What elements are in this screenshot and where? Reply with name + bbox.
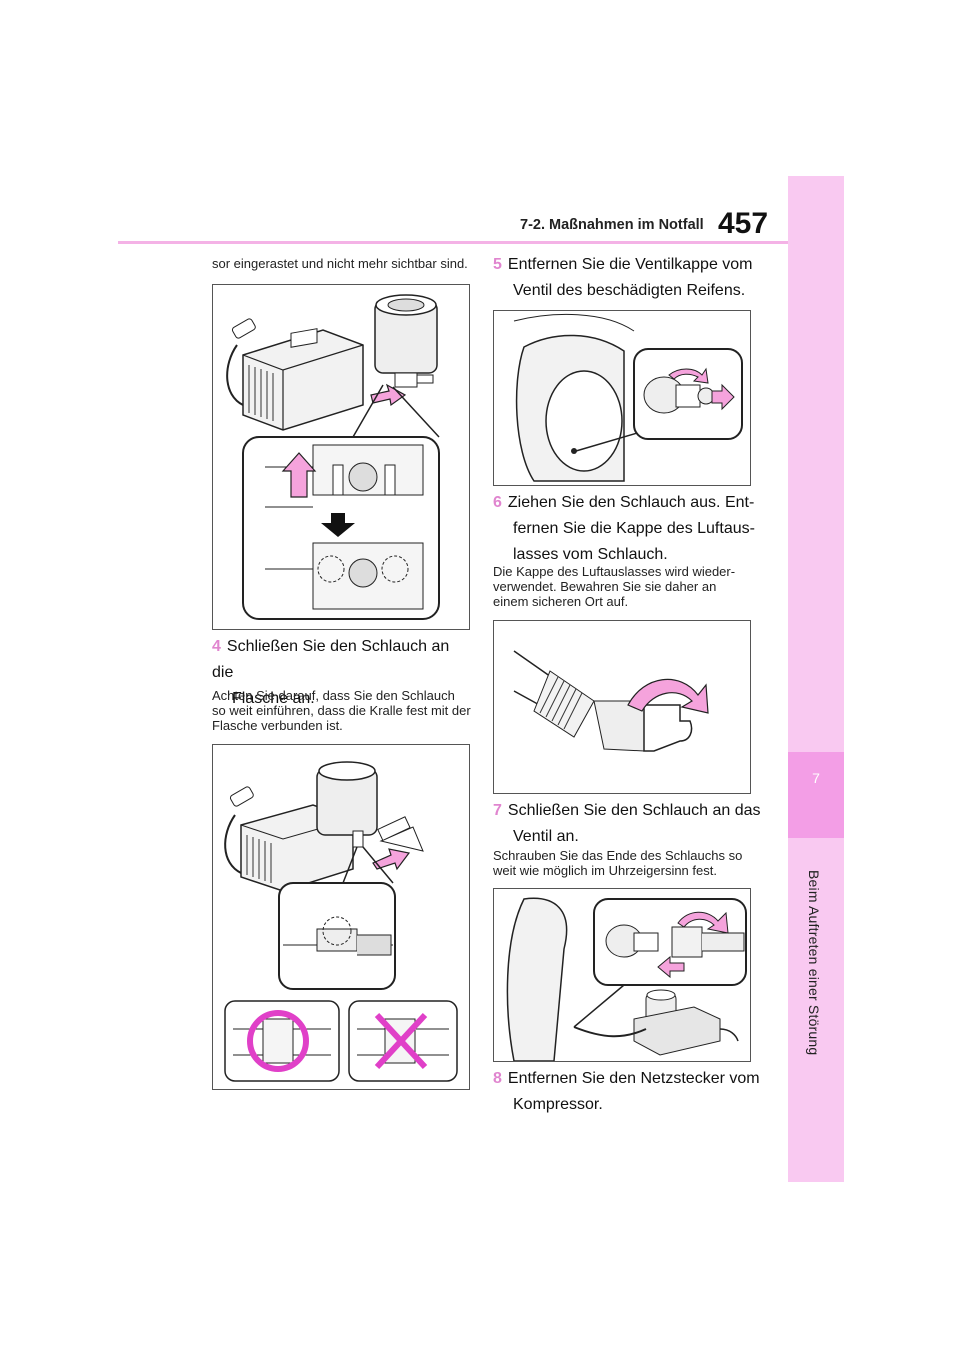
step-7-number: 7 xyxy=(493,802,502,819)
step-5-number: 5 xyxy=(493,256,502,273)
step-7-line2: Ventil an. xyxy=(513,828,579,845)
step-8-line2: Kompressor. xyxy=(513,1096,603,1113)
step-6-line3: lasses vom Schlauch. xyxy=(513,546,668,563)
step-5-line1: Entfernen Sie die Ventilkappe vom xyxy=(507,256,753,273)
section-title: 7-2. Maßnahmen im Notfall xyxy=(520,217,704,233)
figure-hose-connect-valve xyxy=(493,888,751,1062)
step-8-line1: Entfernen Sie den Netzstecker vom xyxy=(507,1070,760,1087)
valve-cap-removal-illustration xyxy=(513,313,743,482)
step-8-number: 8 xyxy=(493,1070,502,1087)
hose-connect-bottle-illustration xyxy=(224,761,458,1082)
step-6: 6 Ziehen Sie den Schlauch aus. Ent- ferne… xyxy=(493,490,773,568)
bottle-install-illustration xyxy=(226,294,440,620)
chapter-side-tab xyxy=(788,176,844,1182)
step-4-note-line: so weit einführen, dass die Kralle fest … xyxy=(212,703,471,718)
step-6-note-line: Die Kappe des Luftauslasses wird wieder- xyxy=(493,564,736,579)
step-4-note-line: Flasche verbunden ist. xyxy=(212,718,343,733)
figure-outlet-cap-removal xyxy=(493,620,751,794)
page-number: 457 xyxy=(718,207,769,240)
step-4-line1: Schließen Sie den Schlauch an die xyxy=(212,638,450,681)
step-6-note-line: verwendet. Bewahren Sie sie daher an xyxy=(493,579,717,594)
step-7-line1: Schließen Sie den Schlauch an das xyxy=(507,802,761,819)
step-6-line1: Ziehen Sie den Schlauch aus. Ent- xyxy=(507,494,755,511)
step-4-number: 4 xyxy=(212,638,221,655)
step-4-note: Achten Sie darauf, dass Sie den Schlauch… xyxy=(212,688,472,733)
outlet-cap-removal-illustration xyxy=(513,650,709,752)
figure-bottle-install xyxy=(212,284,470,630)
hose-connect-valve-illustration xyxy=(506,897,747,1062)
chapter-tab-marker xyxy=(788,752,844,838)
step-7-note-line: weit wie möglich im Uhrzeigersinn fest. xyxy=(493,863,717,878)
step-7-note: Schrauben Sie das Ende des Schlauchs so … xyxy=(493,848,773,878)
figure-valve-cap-removal xyxy=(493,310,751,486)
step-5: 5 Entfernen Sie die Ventilkappe vom Venti… xyxy=(493,252,773,304)
step-6-note: Die Kappe des Luftauslasses wird wieder-… xyxy=(493,564,773,609)
intro-text: sor eingerastet und nicht mehr sichtbar … xyxy=(212,256,468,271)
chapter-number: 7 xyxy=(812,770,820,786)
step-4-note-line: Achten Sie darauf, dass Sie den Schlauch xyxy=(212,688,455,703)
step-6-line2: fernen Sie die Kappe des Luftaus- xyxy=(513,520,755,537)
step-4-line2: Flasche an. xyxy=(232,690,315,707)
step-6-number: 6 xyxy=(493,494,502,511)
step-6-note-line: einem sicheren Ort auf. xyxy=(493,594,629,609)
step-5-line2: Ventil des beschädigten Reifens. xyxy=(513,282,746,299)
chapter-title: Beim Auftreten einer Störung xyxy=(806,870,822,1056)
header-divider xyxy=(118,241,788,244)
step-7-note-line: Schrauben Sie das Ende des Schlauchs so xyxy=(493,848,743,863)
step-8: 8 Entfernen Sie den Netzstecker vom Kompr… xyxy=(493,1066,773,1118)
figure-hose-connect-bottle xyxy=(212,744,470,1090)
step-7: 7 Schließen Sie den Schlauch an das Venti… xyxy=(493,798,773,850)
